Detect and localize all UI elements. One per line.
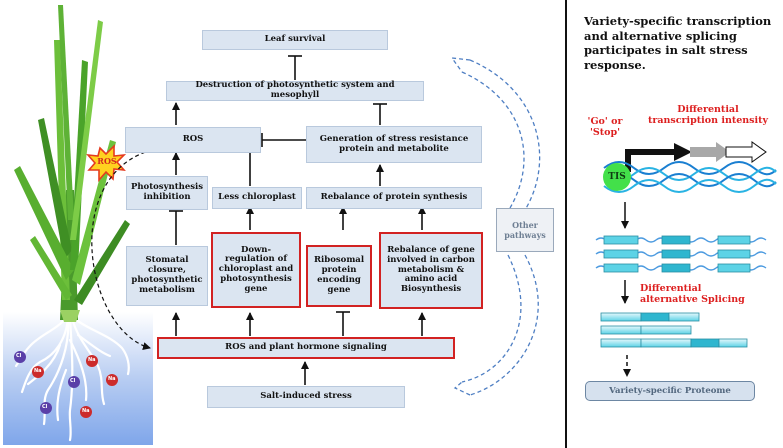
differential-splicing-label: Differential alternative Splicing	[640, 283, 745, 305]
plant-roots	[14, 316, 130, 442]
leaf-survival-box: Leaf survival	[202, 30, 388, 50]
ion-label: Na	[82, 408, 90, 414]
ion-label: Cl	[70, 378, 76, 384]
ion-label: Cl	[42, 404, 48, 410]
right-panel-title: Variety-specific transcription and alter…	[584, 14, 772, 72]
ion-markers	[14, 351, 118, 418]
ion-label: Na	[34, 368, 42, 374]
ros-burst-icon	[86, 144, 127, 183]
rebalance-protein-box: Rebalance of protein synthesis	[306, 187, 482, 209]
tis-circle	[603, 163, 631, 191]
ion-label: Na	[108, 376, 116, 382]
pre-mrna-transcripts	[595, 235, 767, 273]
rice-plant	[14, 5, 130, 322]
stomatal-closure-box: Stomatal closure, photosynthetic metabol…	[126, 246, 208, 306]
generation-box: Generation of stress resistance protein …	[306, 126, 482, 163]
dna-helix	[603, 161, 777, 193]
variety-specific-proteome-box: Variety-specific Proteome	[585, 381, 755, 401]
photosynthesis-inhibition-box: Photosynthesis inhibition	[126, 176, 208, 210]
spliced-mrna-isoforms	[600, 312, 748, 348]
ion-label: Na	[88, 357, 96, 363]
other-pathways-loop	[450, 57, 541, 396]
ros-burst-label: ROS	[97, 156, 117, 166]
panel-divider	[565, 0, 567, 448]
ros-hormone-signaling-box: ROS and plant hormone signaling	[157, 337, 455, 359]
down-regulation-box: Down- regulation of chloroplast and phot…	[211, 232, 301, 308]
other-pathways-box: Other pathways	[496, 208, 554, 252]
ros-feedback-dashed-arrow	[91, 149, 153, 350]
salt-induced-stress-box: Salt-induced stress	[207, 386, 405, 408]
ros-box: ROS	[125, 127, 261, 153]
ribosomal-protein-box: Ribosomal protein encoding gene	[306, 245, 372, 307]
go-or-stop-label: 'Go' or 'Stop'	[587, 116, 623, 138]
differential-transcription-label: Differential transcription intensity	[647, 104, 769, 126]
transcription-arrows	[625, 141, 767, 172]
tis-label: TIS	[608, 172, 626, 182]
rebalance-gene-box: Rebalance of gene involved in carbon met…	[379, 232, 483, 309]
less-chloroplast-box: Less chloroplast	[212, 187, 302, 209]
flow-arrows	[169, 55, 426, 385]
right-panel-arrows	[621, 202, 631, 377]
ion-label: Cl	[16, 353, 22, 359]
destruction-box: Destruction of photosynthetic system and…	[166, 80, 424, 101]
